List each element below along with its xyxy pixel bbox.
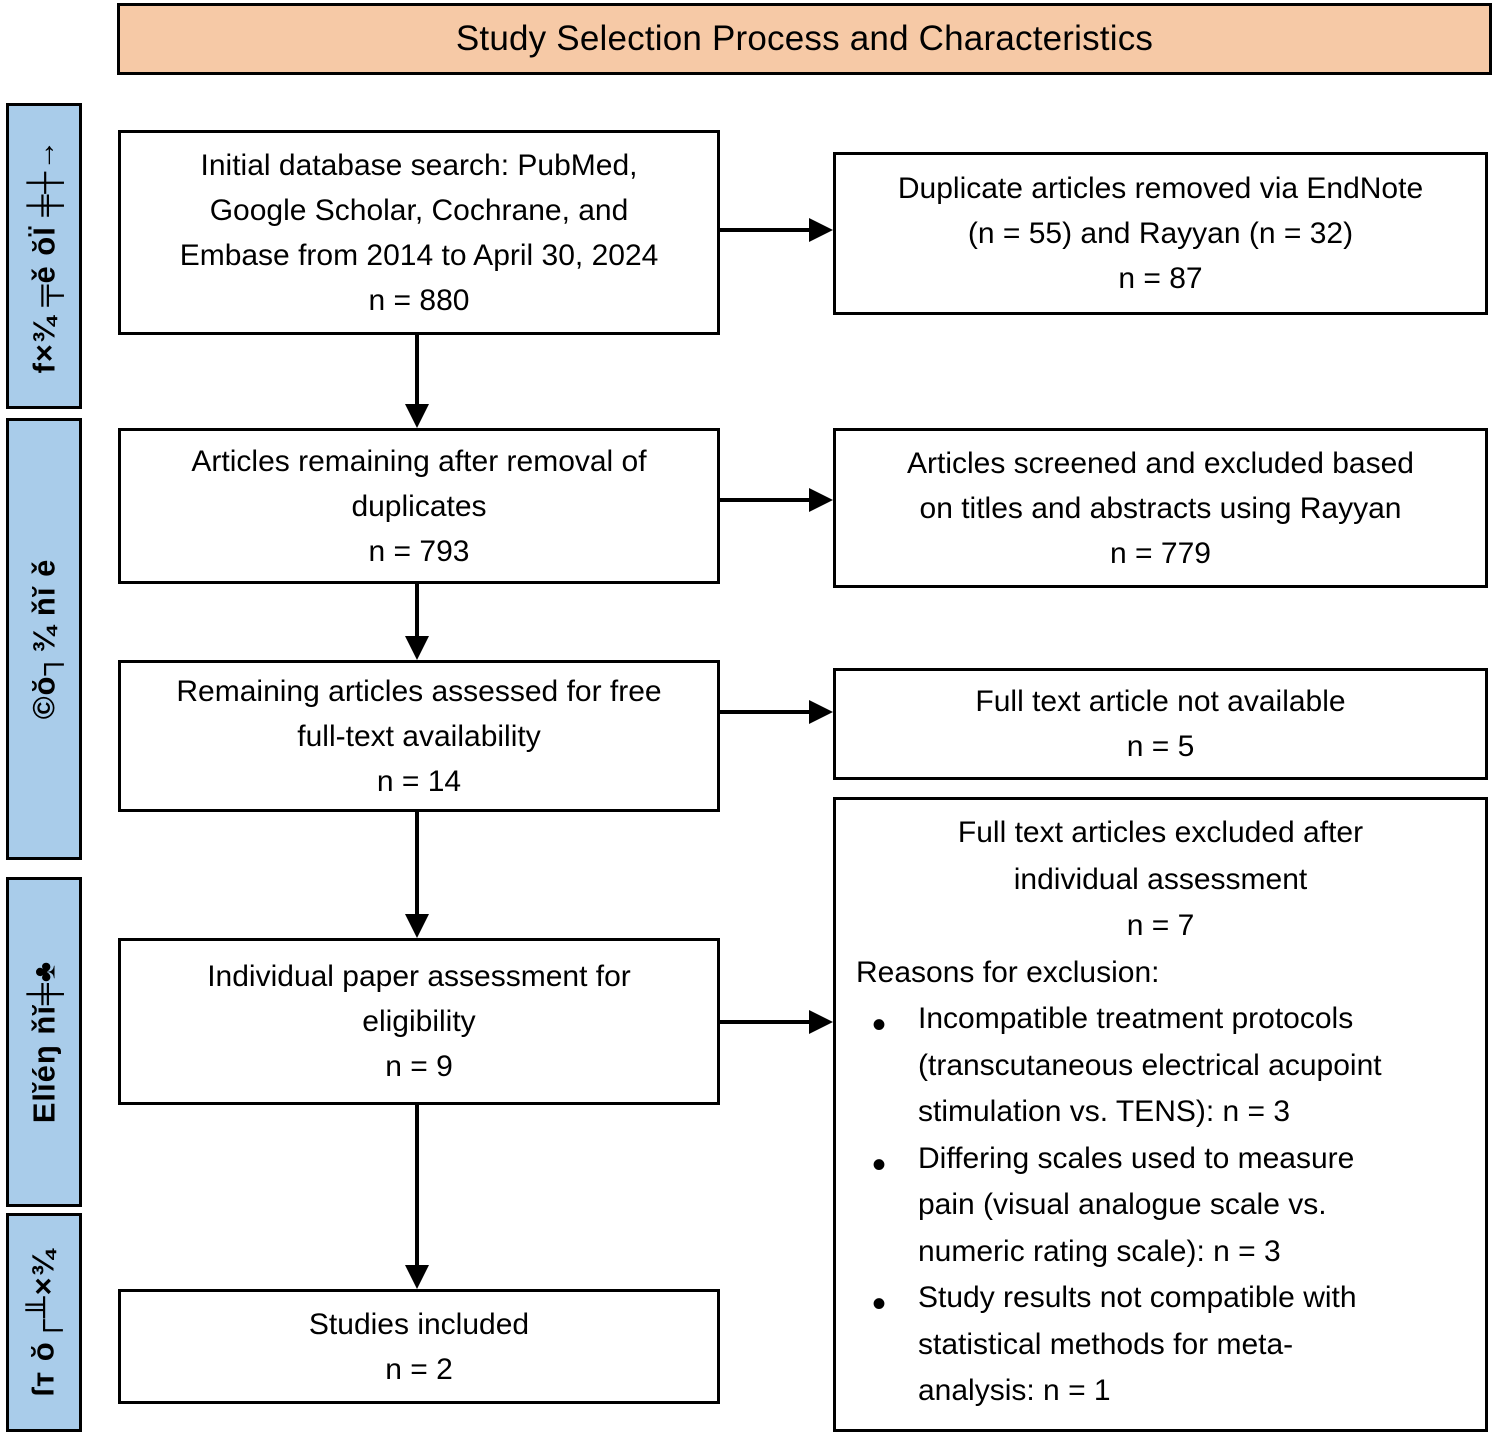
sidebar-stage-4-label: ſт ŏ┌╨×¾ <box>26 1248 62 1397</box>
box-eligibility-assessment: Individual paper assessment for eligibil… <box>118 938 720 1105</box>
arrow-right-3 <box>720 700 833 724</box>
arrow-down-4 <box>405 1105 429 1289</box>
arrow-head-right-icon <box>809 488 833 512</box>
arrow-down-2 <box>405 584 429 660</box>
sidebar-stage-3: Elĭéŋ ňĭ╪♣ <box>6 877 82 1207</box>
arrow-line <box>415 1105 419 1267</box>
arrow-head-down-icon <box>405 404 429 428</box>
exclusion-reason-item: Differing scales used to measure pain (v… <box>856 1134 1465 1276</box>
sidebar-stage-1-label: f×¾ ╤ě ŏÏ ╪┼→ <box>26 138 61 374</box>
diagram-title: Study Selection Process and Characterist… <box>117 3 1492 75</box>
arrow-head-right-icon <box>809 700 833 724</box>
exclusion-reason-item: Incompatible treatment protocols (transc… <box>856 994 1465 1136</box>
arrow-head-right-icon <box>809 218 833 242</box>
arrow-right-2 <box>720 488 833 512</box>
sidebar-stage-3-label: Elĭéŋ ňĭ╪♣ <box>26 960 61 1124</box>
box-screened-excluded: Articles screened and excluded based on … <box>833 428 1488 588</box>
arrow-line <box>415 812 419 916</box>
box-fulltext-availability: Remaining articles assessed for free ful… <box>118 660 720 812</box>
box-fulltext-excluded: Full text articles excluded after indivi… <box>833 797 1488 1432</box>
arrow-right-1 <box>720 218 833 242</box>
arrow-head-down-icon <box>405 636 429 660</box>
box-duplicates-removed: Duplicate articles removed via EndNote (… <box>833 152 1488 315</box>
sidebar-stage-2: ©ŏ┐¾ ňĭ ě <box>6 418 82 860</box>
sidebar-stage-1: f×¾ ╤ě ŏÏ ╪┼→ <box>6 103 82 409</box>
arrow-right-4 <box>720 1010 833 1034</box>
fulltext-excluded-heading: Full text articles excluded after indivi… <box>957 816 1364 942</box>
exclusion-reason-list: Incompatible treatment protocols (transc… <box>856 994 1465 1415</box>
box-fulltext-unavailable: Full text article not available n = 5 <box>833 668 1488 780</box>
sidebar-stage-2-label: ©ŏ┐¾ ňĭ ě <box>26 558 62 720</box>
reasons-for-exclusion-label: Reasons for exclusion: <box>856 955 1160 989</box>
box-initial-search: Initial database search: PubMed, Google … <box>118 130 720 335</box>
arrow-head-down-icon <box>405 914 429 938</box>
exclusion-reason-item: Study results not compatible with statis… <box>856 1273 1465 1415</box>
arrow-line <box>415 335 419 406</box>
arrow-line <box>415 584 419 638</box>
arrow-down-3 <box>405 812 429 938</box>
arrow-line <box>720 498 811 502</box>
sidebar-stage-4: ſт ŏ┌╨×¾ <box>6 1213 82 1432</box>
arrow-head-down-icon <box>405 1265 429 1289</box>
arrow-line <box>720 710 811 714</box>
arrow-down-1 <box>405 335 429 428</box>
arrow-head-right-icon <box>809 1010 833 1034</box>
box-studies-included: Studies included n = 2 <box>118 1289 720 1404</box>
arrow-line <box>720 1020 811 1024</box>
box-after-duplicates: Articles remaining after removal of dupl… <box>118 428 720 584</box>
arrow-line <box>720 228 811 232</box>
